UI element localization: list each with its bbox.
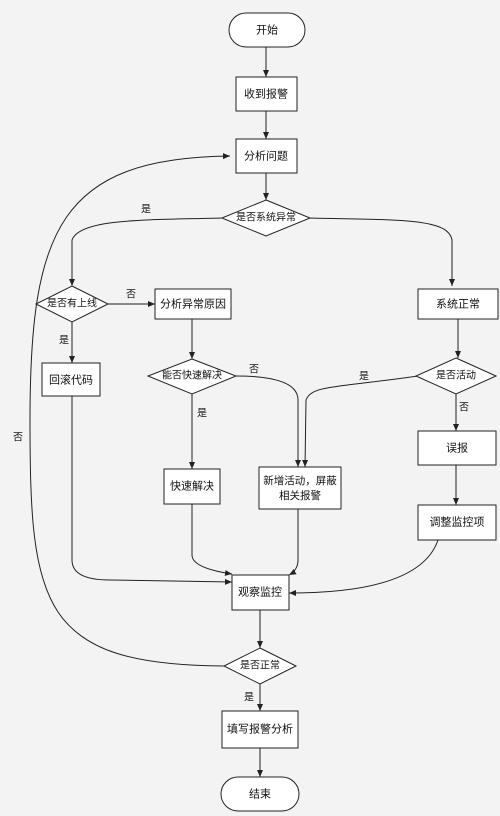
- edge-adjust-observe: [288, 539, 439, 596]
- node-fill-report: [221, 710, 299, 749]
- label-start: 开始: [256, 23, 278, 37]
- node-start: [228, 12, 306, 48]
- edge-label-normal-no: 否: [13, 432, 23, 444]
- edge-rollback-observe: [71, 396, 233, 585]
- edge-label-abnormal-yes: 是: [141, 204, 151, 216]
- edge-label-activity-yes: 是: [359, 371, 369, 383]
- label-can-quick-fix: 能否快速解决: [162, 369, 222, 382]
- node-is-activity: [414, 357, 498, 395]
- edge-label-quickfix-no: 否: [249, 364, 259, 376]
- node-can-quick-fix: [146, 358, 238, 395]
- label-false-alarm: 误报: [446, 441, 468, 455]
- node-quick-fix: [163, 468, 221, 505]
- edge-quickfix-observe: [191, 504, 233, 576]
- edge-quickfix-no: [235, 375, 301, 467]
- label-is-system-abnormal: 是否系统异常: [236, 211, 296, 224]
- node-is-normal: [222, 647, 298, 685]
- label-fill-report: 填写报警分析: [227, 722, 293, 736]
- edge-label-quickfix-yes: 是: [197, 408, 207, 420]
- label-system-normal: 系统正常: [436, 298, 480, 311]
- label-quick-fix: 快速解决: [170, 479, 214, 493]
- node-is-online: [34, 285, 110, 323]
- label-analyze-cause: 分析异常原因: [160, 297, 226, 311]
- edge-addactivity-observe: [288, 509, 299, 576]
- node-analyze-cause: [154, 288, 232, 320]
- edge-normal-no: [29, 153, 231, 667]
- label-observe: 观察监控: [238, 585, 282, 599]
- label-add-activity-line2: 相关报警: [279, 489, 321, 502]
- edge-activity-yes: [302, 375, 419, 468]
- node-is-system-abnormal: [220, 199, 312, 237]
- node-observe: [231, 574, 290, 611]
- label-add-activity-line1: 新增活动，屏蔽: [263, 474, 337, 487]
- edge-label-online-no: 否: [126, 289, 136, 301]
- label-adjust-monitor: 调整监控项: [430, 515, 485, 529]
- node-system-normal: [417, 288, 499, 320]
- edge-label-normal-yes: 是: [244, 692, 254, 704]
- edge-label-activity-no: 否: [459, 402, 469, 414]
- node-analyze: [235, 138, 298, 174]
- edge-label-online-yes: 是: [59, 335, 69, 347]
- label-analyze: 分析问题: [244, 149, 288, 163]
- label-is-normal: 是否正常: [240, 659, 280, 672]
- edge-abnormal-yes: [69, 217, 223, 286]
- label-end: 结束: [249, 788, 271, 801]
- label-rollback: 回滚代码: [49, 373, 93, 387]
- node-false-alarm: [417, 430, 497, 466]
- node-adjust-monitor: [417, 504, 497, 541]
- node-end: [220, 776, 300, 812]
- label-is-online: 是否有上线: [47, 297, 97, 310]
- edge-abnormal-no: [307, 217, 455, 286]
- node-receive: [235, 76, 298, 112]
- node-add-activity: [258, 466, 342, 510]
- node-rollback: [41, 362, 101, 397]
- label-receive: 收到报警: [244, 87, 288, 101]
- label-is-activity: 是否活动: [436, 370, 476, 382]
